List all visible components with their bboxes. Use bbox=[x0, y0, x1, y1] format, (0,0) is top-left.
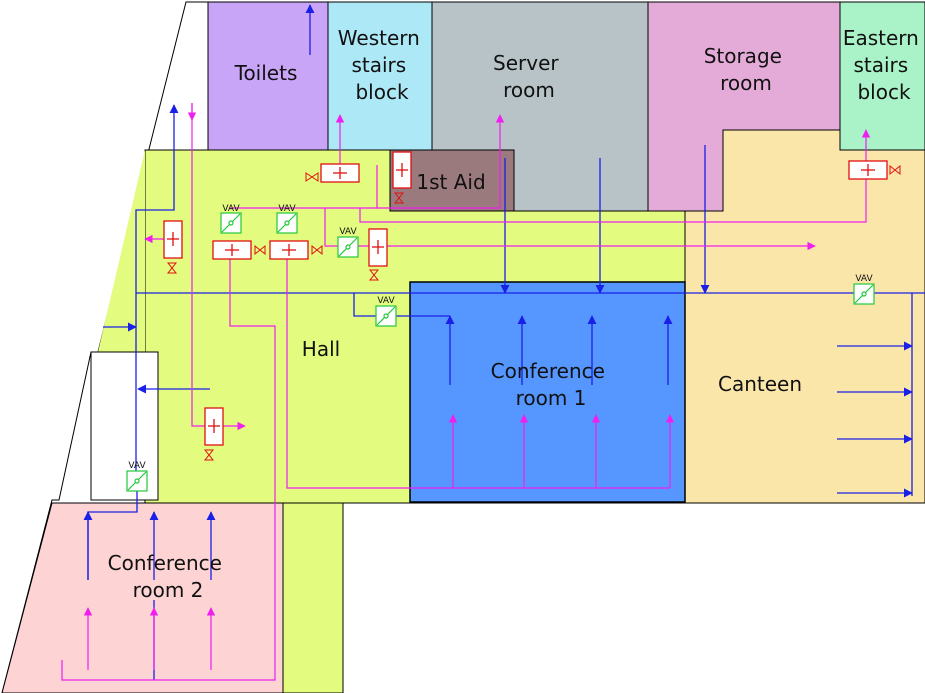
room-conference-2 bbox=[1, 502, 284, 693]
heater-horizontal bbox=[848, 160, 888, 180]
conference1-line: room 1 bbox=[516, 386, 587, 410]
vav-label: VAV bbox=[377, 296, 395, 306]
heaters bbox=[163, 151, 888, 446]
label-storage-room: Storage room bbox=[704, 44, 789, 95]
server-line: Server bbox=[493, 51, 559, 75]
vav-unit bbox=[337, 236, 359, 258]
eastern-stairs-line: stairs bbox=[853, 53, 908, 77]
vav-unit bbox=[220, 212, 242, 234]
supply-ducts bbox=[61, 103, 871, 681]
label-conference-room-1: Conference room 1 bbox=[491, 359, 612, 410]
white-notch bbox=[90, 351, 159, 501]
vav-unit bbox=[276, 212, 298, 234]
room-labels: Toilets Western stairs block Server room… bbox=[108, 26, 925, 602]
label-server-room: Server room bbox=[493, 51, 565, 102]
room-conference-1 bbox=[409, 281, 686, 503]
western-stairs-line: block bbox=[355, 80, 408, 104]
valve bbox=[305, 172, 319, 182]
conference1-line: Conference bbox=[491, 359, 605, 383]
label-canteen: Canteen bbox=[718, 372, 802, 396]
vav-label: VAV bbox=[278, 204, 296, 214]
heater-vertical bbox=[163, 220, 183, 259]
label-eastern-stairs: Eastern stairs block bbox=[843, 26, 925, 104]
room-eastern-stairs bbox=[839, 1, 925, 151]
vav-label: VAV bbox=[855, 274, 873, 284]
valve bbox=[203, 449, 215, 461]
room-canteen bbox=[684, 129, 925, 504]
vav-labels: VAV VAV VAV VAV VAV VAV bbox=[128, 204, 873, 471]
valve bbox=[311, 244, 323, 256]
conference2-line: room 2 bbox=[133, 578, 204, 602]
heater-vertical bbox=[392, 151, 412, 189]
storage-line: Storage bbox=[704, 44, 782, 68]
label-hall: Hall bbox=[302, 337, 340, 361]
conference2-line: Conference bbox=[108, 551, 222, 575]
vav-label: VAV bbox=[339, 227, 357, 237]
label-first-aid: 1st Aid bbox=[416, 170, 485, 194]
hall-south-corridor bbox=[282, 502, 344, 693]
room-western-stairs bbox=[327, 1, 433, 151]
western-stairs-line: Western bbox=[338, 26, 420, 50]
exhaust-ducts bbox=[83, 4, 925, 680]
server-line: room bbox=[503, 78, 555, 102]
eastern-stairs-line: block bbox=[857, 80, 910, 104]
valve bbox=[368, 269, 380, 281]
vav-unit bbox=[853, 283, 875, 305]
valves bbox=[166, 164, 901, 461]
first-aid-line: 1st Aid bbox=[416, 170, 485, 194]
heater-horizontal bbox=[212, 240, 252, 260]
canteen-line: Canteen bbox=[718, 372, 802, 396]
valve bbox=[254, 244, 266, 256]
heater-horizontal bbox=[269, 240, 309, 260]
heater-vertical bbox=[204, 407, 224, 446]
label-conference-room-2: Conference room 2 bbox=[108, 551, 229, 602]
storage-line: room bbox=[720, 71, 772, 95]
hall-line: Hall bbox=[302, 337, 340, 361]
valve bbox=[889, 164, 901, 176]
label-western-stairs: Western stairs block bbox=[338, 26, 426, 104]
heater-horizontal bbox=[320, 163, 360, 183]
valve bbox=[393, 192, 405, 204]
heater-vertical bbox=[368, 228, 388, 267]
vav-label: VAV bbox=[128, 461, 146, 471]
vav-unit bbox=[126, 470, 148, 492]
vav-unit bbox=[375, 305, 397, 327]
valve bbox=[166, 262, 178, 274]
western-stairs-line: stairs bbox=[351, 53, 406, 77]
vav-boxes bbox=[126, 212, 875, 492]
eastern-stairs-line: Eastern bbox=[843, 26, 919, 50]
vav-label: VAV bbox=[222, 204, 240, 214]
label-toilets: Toilets bbox=[234, 61, 298, 85]
toilets-line: Toilets bbox=[234, 61, 298, 85]
